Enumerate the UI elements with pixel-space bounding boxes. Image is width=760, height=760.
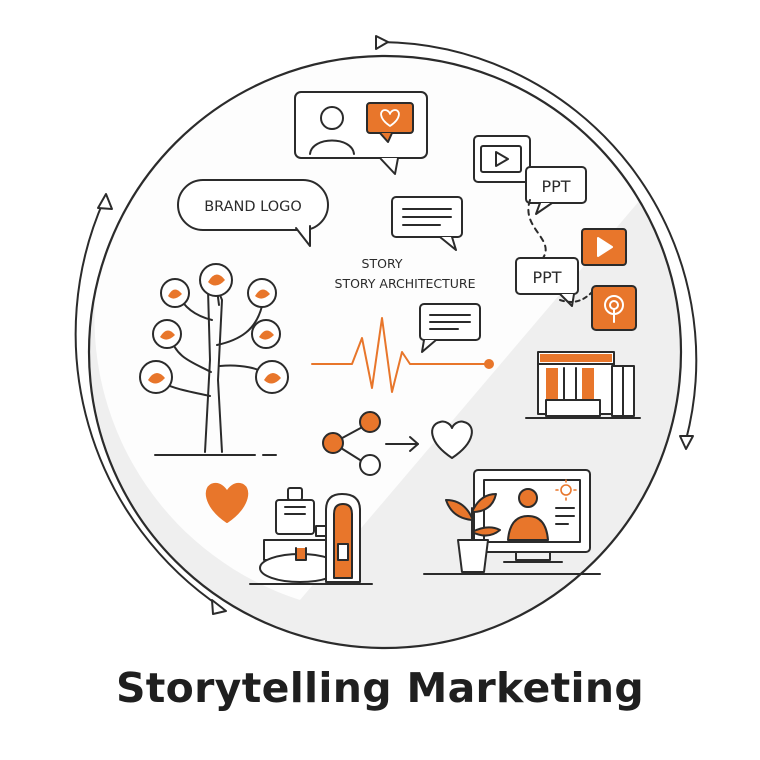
ppt-bubble-icon: PPT	[515, 257, 579, 307]
brand-logo-bubble: BRAND LOGO	[177, 179, 329, 247]
dashed-connector	[527, 199, 547, 263]
caption-title: Storytelling Marketing	[115, 664, 645, 712]
tree-icon	[139, 263, 289, 456]
sun-icon	[555, 479, 577, 501]
potted-plant-icon	[445, 493, 501, 573]
chat-bubble-icon	[419, 303, 481, 353]
heart-icon	[380, 109, 400, 127]
person-avatar-icon	[309, 106, 355, 155]
illustration: BRAND LOGO STORY STORY ARCHITECTURE PPT	[74, 35, 698, 650]
ppt-label-2: PPT	[532, 268, 561, 287]
heartbeat-line-icon	[311, 317, 494, 393]
video-play-icon	[473, 135, 531, 183]
ppt-bubble-icon: PPT	[525, 166, 587, 215]
share-icon	[322, 411, 381, 476]
story-label: STORY	[362, 256, 403, 271]
outer-ring	[87, 54, 683, 650]
circular-arrow-icon	[74, 35, 698, 615]
chat-bubble-icon	[391, 196, 463, 251]
heart-icon	[205, 482, 249, 523]
story-architecture-label: STORY ARCHITECTURE	[335, 276, 476, 291]
bookshelf-icon	[525, 351, 641, 419]
desk-objects-icon	[249, 487, 373, 585]
podcast-icon	[591, 285, 637, 331]
video-play-icon	[581, 228, 627, 266]
arrow-right-icon	[385, 436, 419, 452]
person-card	[294, 91, 428, 175]
brand-logo-label: BRAND LOGO	[204, 199, 302, 215]
ppt-label-1: PPT	[541, 177, 570, 196]
heart-icon	[431, 420, 473, 459]
monitor-presenter-icon	[473, 469, 591, 563]
